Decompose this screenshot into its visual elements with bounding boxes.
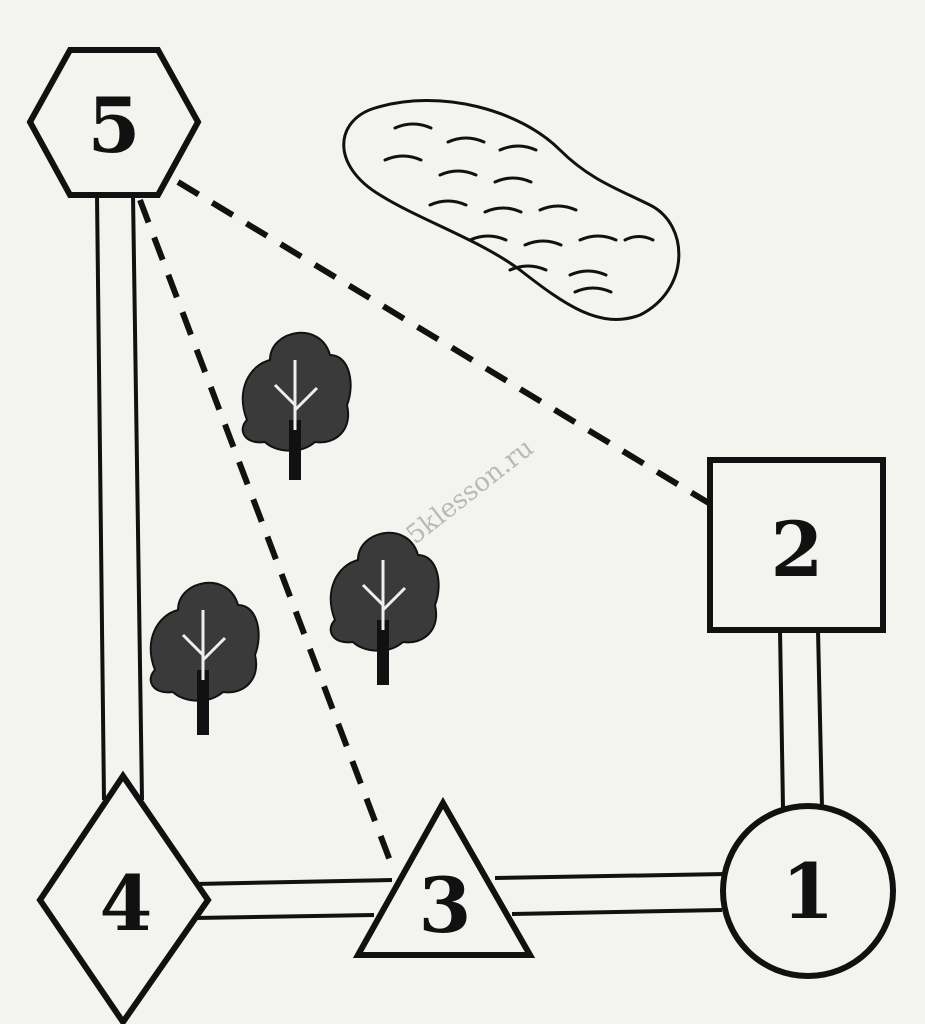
trees: [149, 331, 440, 735]
dashed-paths: [137, 179, 714, 868]
node-2-label: 2: [771, 505, 824, 594]
node-4-diamond: 4: [36, 770, 212, 1024]
tree-icon: [329, 531, 440, 685]
road-3-1: [494, 872, 727, 916]
lake-icon: [342, 99, 681, 321]
tree-icon: [149, 581, 260, 735]
node-5-label: 5: [88, 81, 141, 170]
path-5-2: [176, 179, 714, 508]
node-5-hexagon: 5: [26, 47, 202, 198]
roads: [95, 194, 824, 920]
node-4-label: 4: [100, 859, 153, 948]
watermark: 5klesson.ru: [401, 433, 540, 551]
node-3-label: 3: [419, 861, 472, 950]
node-2-square: 2: [707, 457, 886, 633]
road-5-4: [95, 194, 144, 801]
road-4-3: [194, 878, 393, 920]
node-3-triangle: 3: [352, 796, 536, 958]
node-1-label: 1: [782, 847, 835, 936]
path-5-3: [137, 198, 395, 868]
tree-icon: [241, 331, 352, 480]
road-1-2: [778, 629, 824, 809]
node-1-circle: 1: [720, 803, 896, 979]
